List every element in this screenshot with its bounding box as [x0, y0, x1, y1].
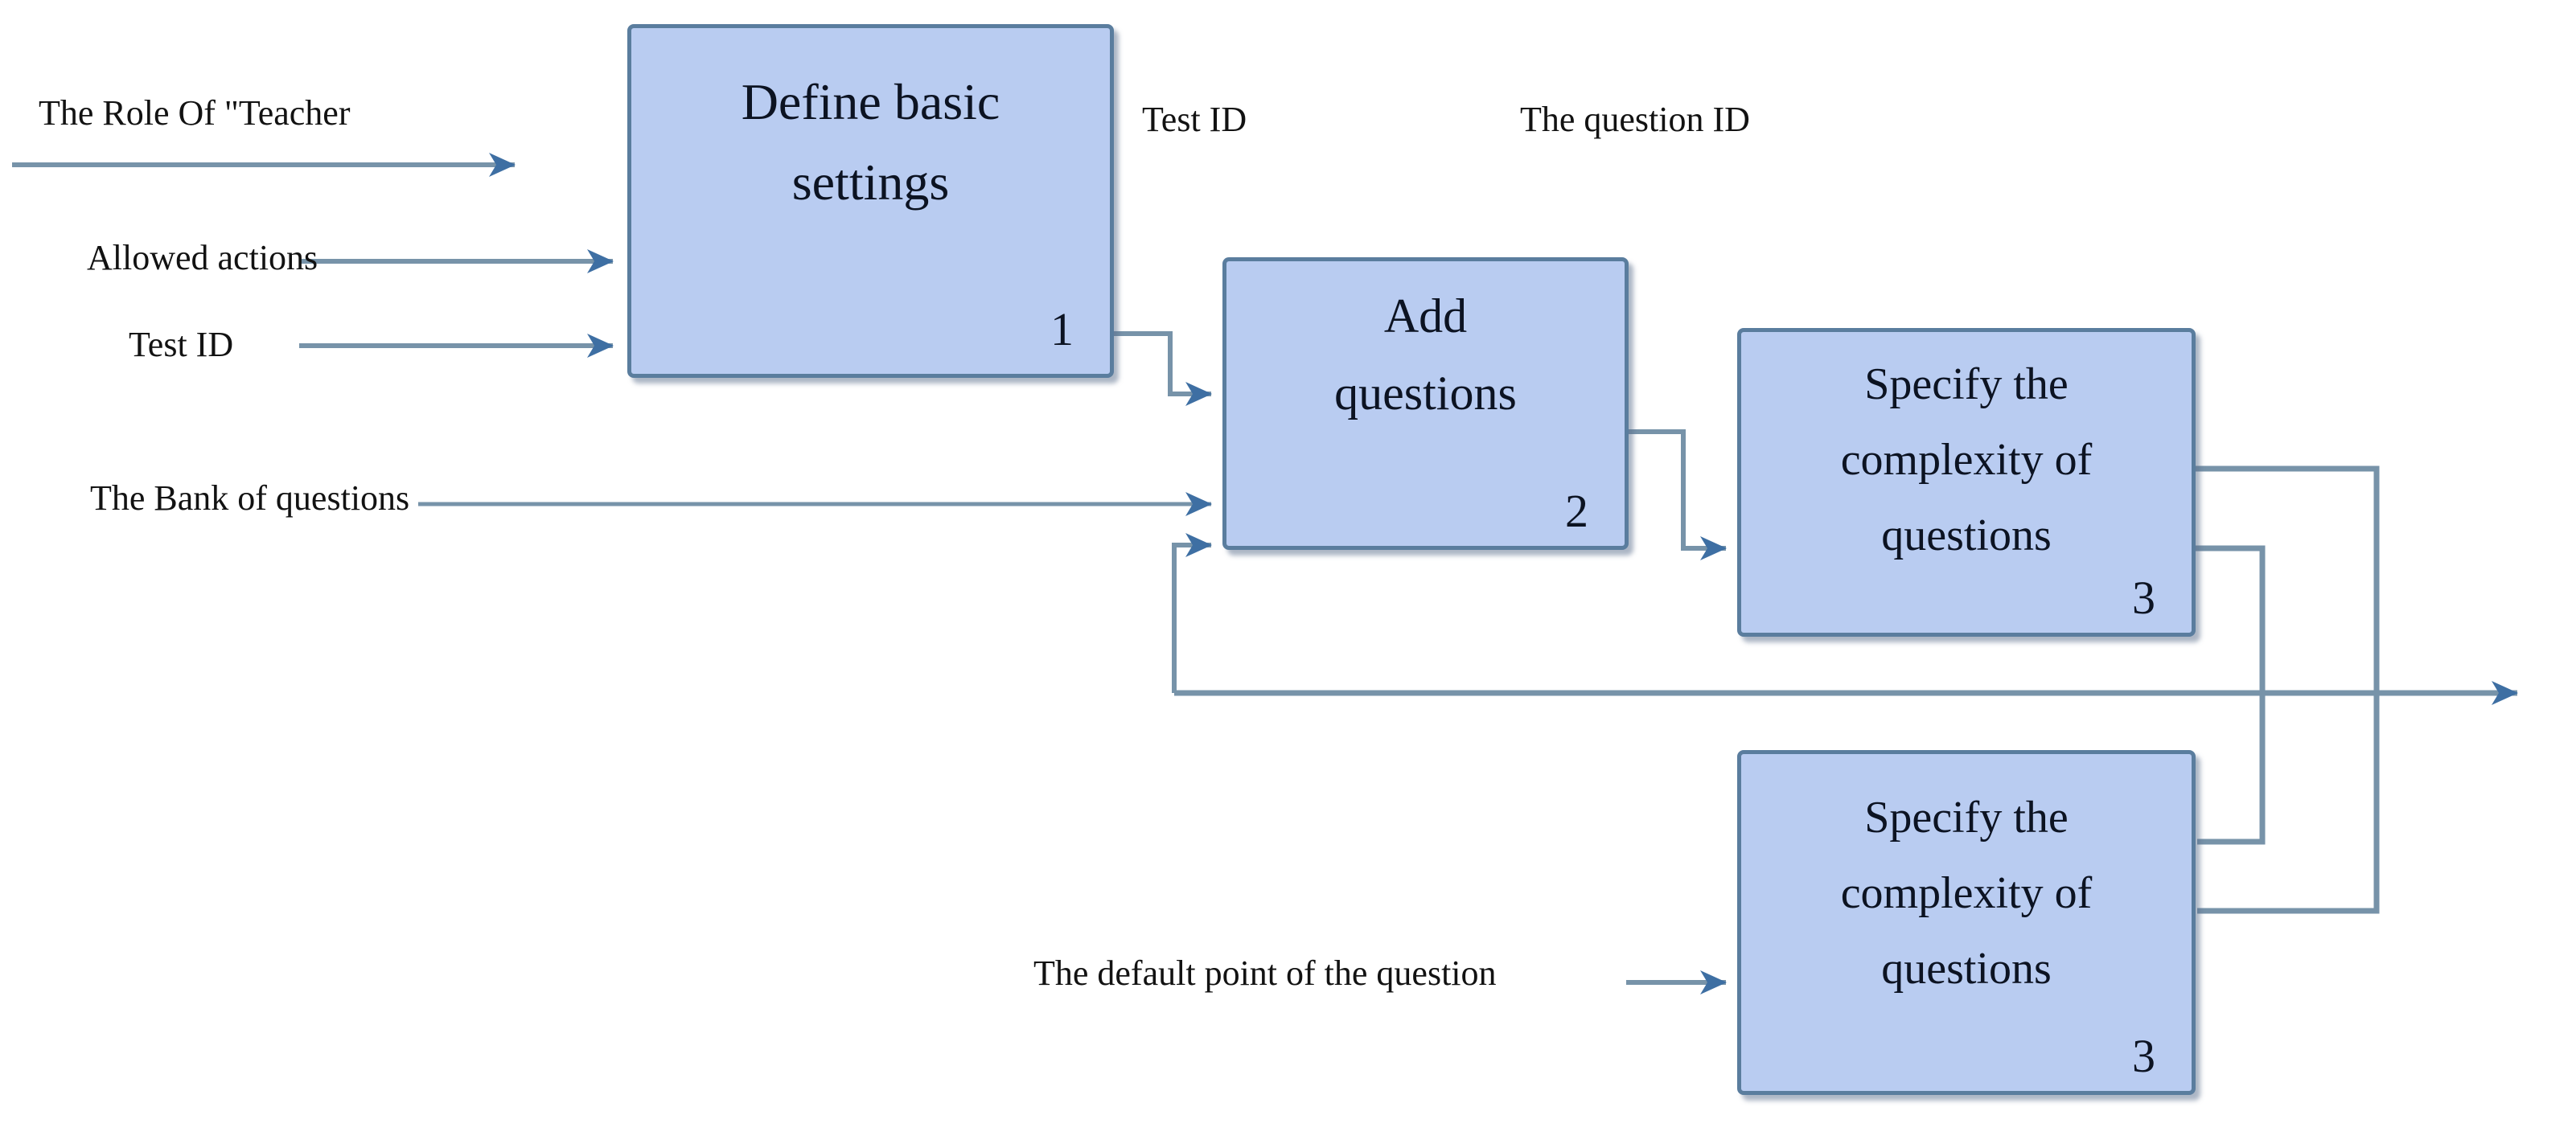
box-define-basic-settings-label: Define basic settings	[741, 73, 1000, 211]
connector-feedback-to-add	[1172, 533, 1212, 693]
box-specify-complexity-bottom: Specify the complexity of questions 3	[1737, 750, 2196, 1095]
box-add-questions-number: 2	[1565, 485, 1588, 537]
connector-add-to-specify-top	[1629, 429, 1727, 560]
box-add-questions: Add questions 2	[1222, 257, 1629, 550]
connector-define-to-add	[1114, 331, 1212, 406]
connector-specify-top-upper-to-specify-bottom-lower	[2196, 465, 2380, 914]
label-bank-of-questions: The Bank of questions	[90, 478, 410, 518]
box-specify-complexity-bottom-label: Specify the complexity of questions	[1840, 793, 2093, 994]
box-define-basic-settings: Define basic settings 1	[627, 24, 1114, 378]
label-default-point: The default point of the question	[1033, 953, 1497, 993]
label-allowed-actions: Allowed actions	[87, 238, 318, 277]
box-specify-complexity-top-label: Specify the complexity of questions	[1840, 359, 2093, 560]
label-role-of-teacher: The Role Of "Teacher	[39, 93, 351, 133]
box-define-basic-settings-number: 1	[1050, 303, 1074, 355]
label-test-id-input: Test ID	[129, 325, 234, 364]
box-specify-complexity-top-number: 3	[2132, 572, 2155, 624]
label-question-id: The question ID	[1520, 100, 1750, 139]
box-specify-complexity-top: Specify the complexity of questions 3	[1737, 328, 2196, 637]
box-add-questions-label: Add questions	[1334, 289, 1517, 420]
box-specify-complexity-bottom-number: 3	[2132, 1030, 2155, 1082]
label-test-id-output: Test ID	[1142, 100, 1247, 139]
